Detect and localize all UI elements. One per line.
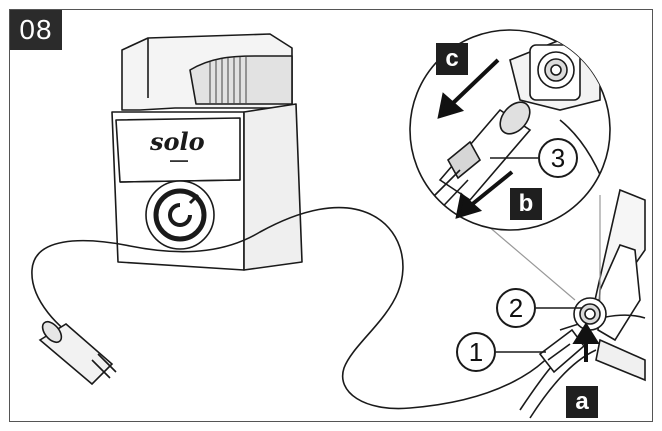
mower-handle [519,188,646,419]
label-c: c [436,43,468,75]
label-b: b [510,188,542,220]
callout-leaders [490,157,582,353]
arrow-a [572,322,600,362]
brand-logo: solo [149,127,205,156]
callout-2: 2 [496,288,536,328]
charging-cable [31,206,567,410]
callout-1: 1 [456,332,496,372]
label-a: a [566,386,598,418]
step-number-badge: 08 [10,10,62,50]
cable-plug [38,320,117,386]
brand-tagline-mark: ▬▬▬ [170,158,188,164]
zoom-detail [419,39,610,221]
battery-charger [111,33,303,271]
callout-3: 3 [538,138,578,178]
arrow-c [437,58,500,119]
arrow-b [455,170,514,219]
